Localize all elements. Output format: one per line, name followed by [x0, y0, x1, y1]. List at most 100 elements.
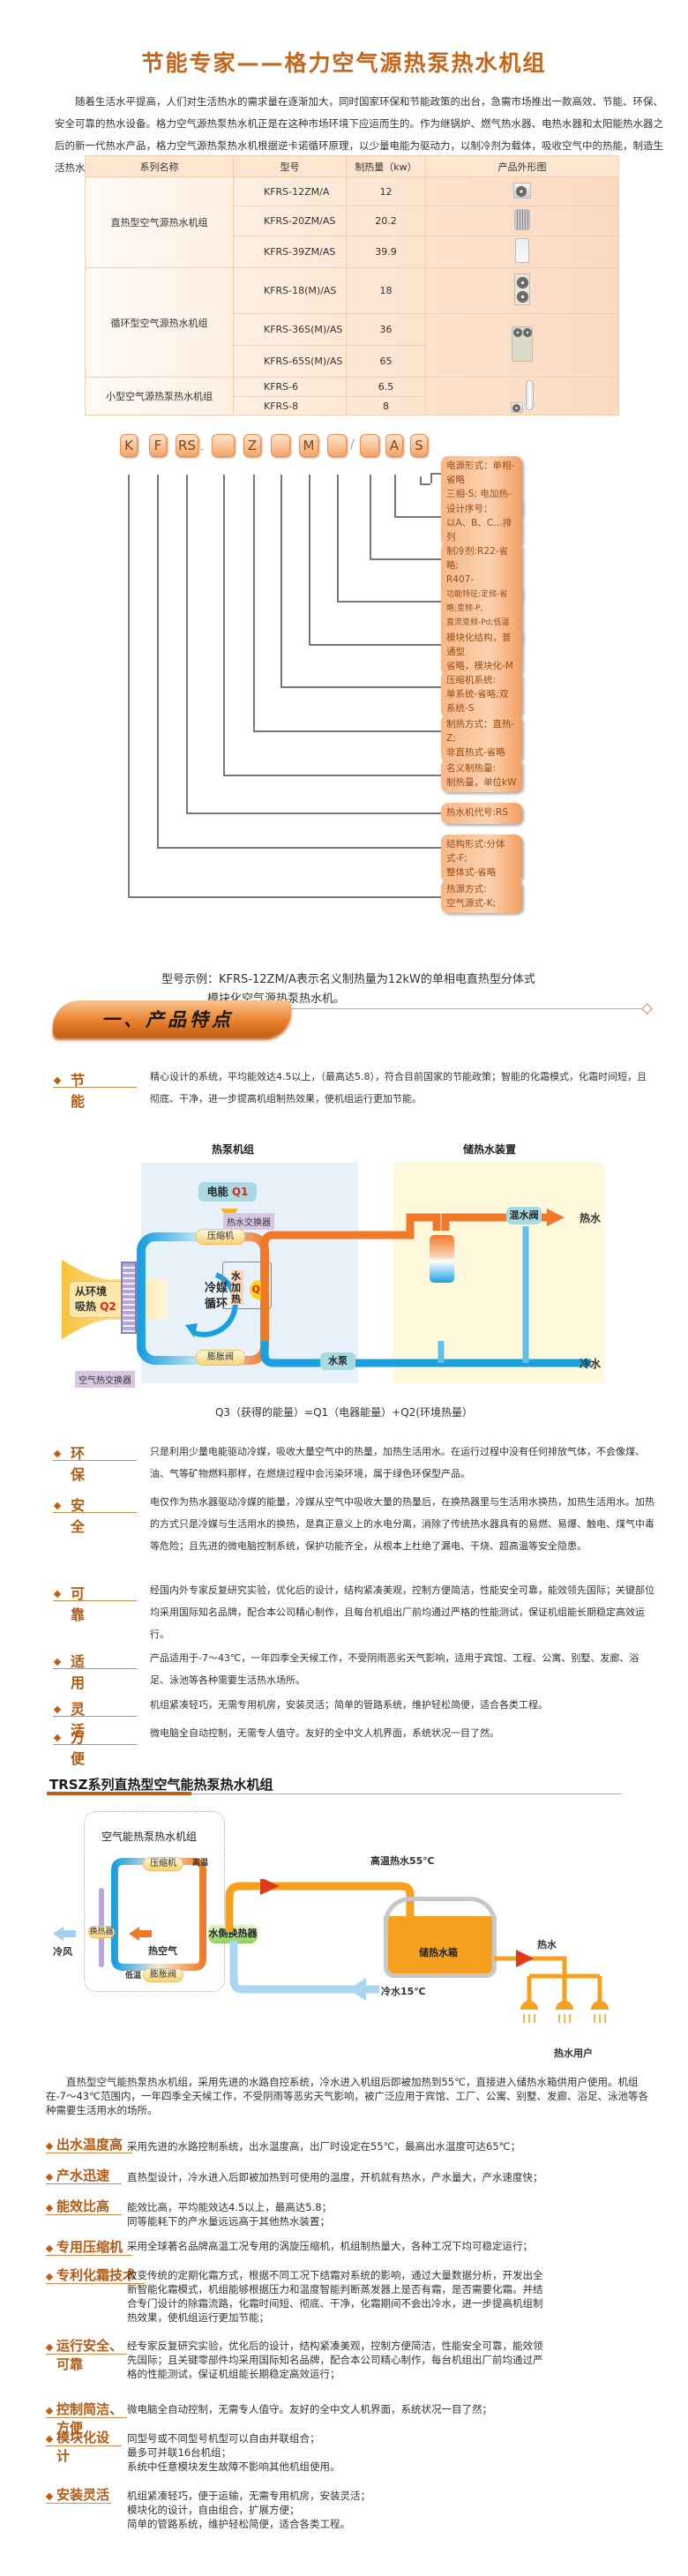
code-box-compressor — [271, 434, 290, 457]
connector-compressor-h — [280, 686, 441, 688]
diamond-bullet-icon — [53, 1658, 62, 1666]
diamond-bullet-icon — [45, 2343, 54, 2352]
feature-label-flexible: 灵活 — [53, 1697, 137, 1739]
connector-z — [253, 475, 255, 730]
trsz-description: 直热型空气能热泵热水机组，采用先进的水路自控系统，冷水进入机组后即被加热到55℃… — [46, 2076, 649, 2116]
feature-label-defrost: 专利化霜技术 — [45, 2265, 145, 2284]
electric-energy-label: 电能 Q1 — [198, 1182, 257, 1202]
exchanger-frame — [222, 1262, 272, 1309]
capacity-cell: 39.9 — [346, 236, 426, 268]
code-desc-heating-mode: 制热方式：直热-Z;非直热式-省略 — [441, 715, 522, 762]
connector-s-v2 — [430, 473, 432, 483]
connector-z-h — [253, 730, 441, 732]
example-label: 型号示例： — [161, 973, 220, 986]
connector-function-h — [337, 601, 441, 603]
section-title: 一、产品特点 — [101, 1009, 234, 1030]
diamond-bullet-icon — [53, 1501, 62, 1510]
feature-label-efficiency: 能效比高 — [45, 2197, 122, 2215]
feature-text-applicable: 产品适用于-7～43℃，一年四季全天候工作，不受阴雨恶劣天气影响，适用于宾馆、工… — [150, 1652, 639, 1686]
model-cell: KFRS-12ZM/A — [233, 176, 347, 206]
connector-s-h — [420, 483, 430, 485]
hot-air-label: 热空气 — [148, 1945, 177, 1957]
hot-water-exchanger-label: 热水交换器 — [223, 1213, 274, 1230]
heat-pump-title: 热泵机组 — [212, 1143, 255, 1156]
connector-rs-h — [186, 812, 441, 814]
connector-refrigerant — [370, 475, 371, 558]
product-image — [425, 206, 619, 236]
code-box-s: S — [410, 434, 428, 457]
cold-water-in-label: 冷水 — [580, 1358, 602, 1370]
air-coil-icon — [121, 1262, 137, 1334]
code-box-m: M — [299, 434, 318, 457]
feature-text-control: 微电脑全自动控制，无需专人值守。友好的全中文人机界面，系统状况一目了然； — [127, 2403, 492, 2415]
energy-formula: Q3（获得的能量）=Q1（电器能量）+Q2(环境热量） — [214, 1406, 474, 1419]
table-row: KFRS-65S(M)/AS 65 — [86, 345, 619, 378]
diamond-bullet-icon — [53, 1590, 62, 1599]
col-header-image: 产品外形图 — [425, 155, 619, 177]
banner-divider — [291, 1008, 646, 1009]
feature-label-safe-reliable: 运行安全、可靠 — [45, 2336, 127, 2372]
water-heating-label: 水加热 — [231, 1270, 243, 1305]
col-header-model: 型号 — [233, 155, 347, 177]
water-side-exchanger-label: 水侧换热器 — [208, 1924, 258, 1943]
page-title: 节能专家——格力空气源热泵热水机组 — [141, 50, 547, 76]
high-temp-label: 高温 — [192, 1859, 209, 1868]
model-cell: KFRS-8 — [233, 396, 347, 416]
code-box-f: F — [149, 434, 167, 457]
feature-label-outlet-temp: 出水温度高 — [45, 2135, 132, 2153]
product-image — [425, 267, 619, 314]
code-box-function — [327, 434, 347, 457]
tank-lid — [384, 1897, 497, 1923]
feature-label-modular: 模块化设计 — [45, 2428, 122, 2464]
model-cell: KFRS-18(M)/AS — [233, 267, 347, 314]
trsz-refrigerant-loop — [99, 1858, 206, 1971]
diamond-bullet-icon — [53, 1076, 62, 1085]
top-fan-unit-icon — [512, 326, 533, 362]
capacity-cell: 6.5 — [346, 377, 426, 397]
table-row: KFRS-8 8 — [86, 396, 619, 416]
connector-capacity — [223, 475, 225, 775]
code-box-z: Z — [243, 434, 261, 457]
user-pipes — [494, 1950, 609, 2023]
dual-fan-unit-icon — [514, 273, 530, 305]
trsz-water-pipes — [225, 1879, 415, 2001]
code-desc-capacity: 名义制热量:制热量，单位kW — [441, 759, 522, 792]
tank-label: 储热水箱 — [419, 1947, 458, 1958]
unit-boundary — [84, 1811, 225, 1992]
model-cell: KFRS-65S(M)/AS — [233, 345, 347, 378]
code-box-capacity — [212, 434, 235, 457]
connector-s-h2 — [430, 473, 441, 475]
connector-s — [420, 476, 422, 483]
hot-air-arrow-tail — [139, 1930, 152, 1937]
capacity-cell: 8 — [346, 396, 426, 416]
code-desc-code: 热水机代号:RS — [441, 803, 522, 824]
code-box-k: K — [120, 434, 138, 457]
feature-label-fast-output: 产水迅速 — [45, 2166, 122, 2184]
mixing-valve-label: 混水阀 — [506, 1207, 542, 1224]
connector-capacity-h — [223, 775, 441, 776]
separator-slash: / — [350, 438, 355, 452]
feature-text-modular: 同型号或不同型号机型可以自由并联组合；最多可并联16台机组；系统中任意模块发生故… — [127, 2432, 340, 2473]
product-image — [425, 236, 619, 268]
feature-label-safety: 安全 — [53, 1494, 137, 1535]
table-row: 直热型空气源热水机组 KFRS-12ZM/A 12 — [85, 176, 619, 268]
cold-air-label: 冷风 — [53, 1946, 72, 1958]
product-image — [425, 176, 619, 206]
code-desc-design-seq: 设计序号：以A、B、C…排列 — [441, 499, 522, 547]
hot-water-out-label: 高温热水55℃ — [370, 1855, 435, 1867]
feature-text-safe-reliable: 经专家反复研究实验，优化后的设计，结构紧凑美观，控制方便简洁，性能安全可靠，能效… — [127, 2340, 543, 2380]
code-desc-heat-source: 热源方式:空气源式-K; — [441, 880, 522, 913]
connector-a — [394, 475, 396, 516]
connector-function — [337, 475, 339, 601]
diamond-bullet-icon — [45, 2492, 54, 2501]
diamond-bullet-icon — [45, 2244, 54, 2253]
feature-text-efficiency: 能效比高，平均能效达4.5以上，最高达5.8；同等能耗下的产水量远远高于其他热水… — [127, 2201, 333, 2228]
code-desc-structure: 结构形式:分体式-F;整体式-省略 — [441, 835, 522, 882]
outdoor-unit-icon — [513, 182, 531, 198]
diamond-bullet-icon — [45, 2142, 54, 2151]
feature-text-safety: 电仅作为热水器驱动冷媒的能量，冷媒从空气中吸收大量的热量后，在换热器里与生活用水… — [150, 1496, 654, 1552]
series-name: 循环型空气源热水机组 — [85, 267, 234, 378]
code-box-a: A — [385, 434, 403, 457]
col-header-series: 系列名称 — [85, 155, 234, 177]
diamond-bullet-icon — [45, 2273, 54, 2281]
